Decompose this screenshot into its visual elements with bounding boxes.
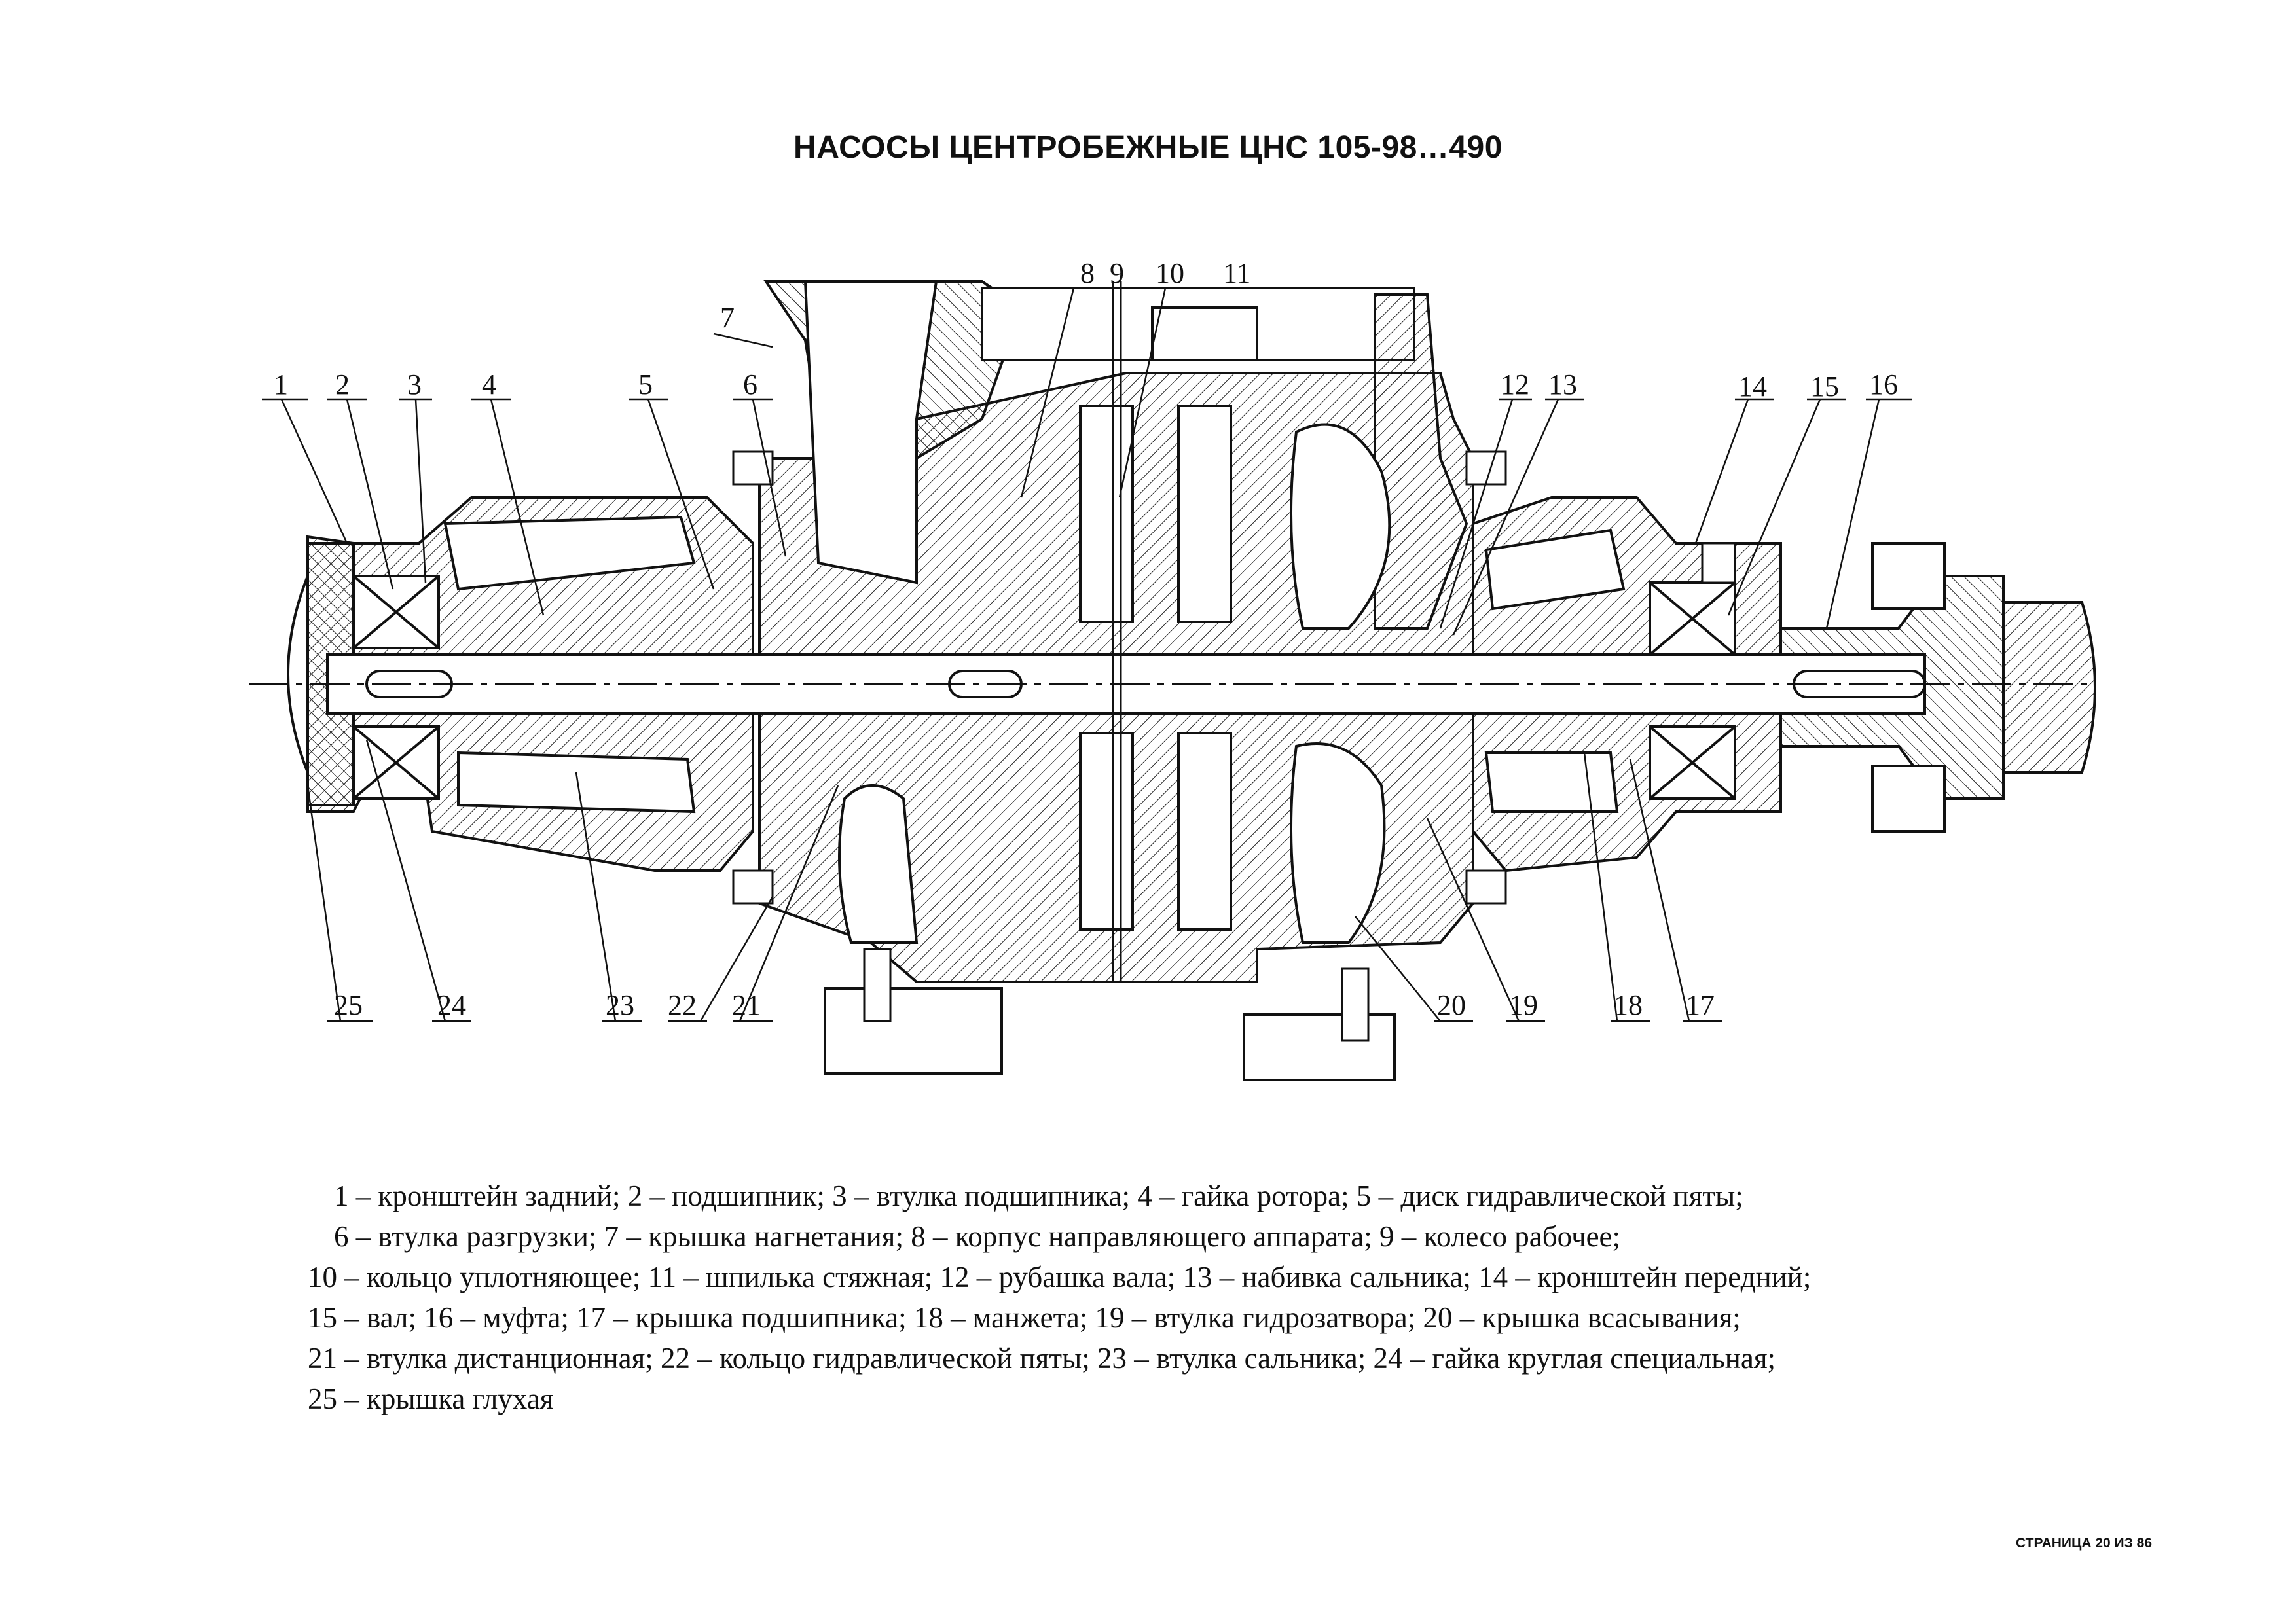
legend-line: 1 – кронштейн задний; 2 – подшипник; 3 –… bbox=[334, 1180, 1743, 1212]
legend-line: 10 – кольцо уплотняющее; 11 – шпилька ст… bbox=[308, 1261, 1812, 1293]
callout-17: 17 bbox=[1686, 989, 1715, 1021]
shaft bbox=[249, 281, 2095, 982]
callout-21: 21 bbox=[732, 989, 761, 1021]
callout-1: 1 bbox=[274, 369, 288, 401]
callout-23: 23 bbox=[606, 989, 634, 1021]
callout-leaders bbox=[262, 287, 1912, 1022]
parts-legend: 1 – кронштейн задний; 2 – подшипник; 3 –… bbox=[308, 1176, 2206, 1419]
callout-11: 11 bbox=[1223, 257, 1250, 289]
legend-line: 6 – втулка разгрузки; 7 – крышка нагнета… bbox=[334, 1220, 1621, 1253]
callout-6: 6 bbox=[743, 369, 757, 401]
callout-18: 18 bbox=[1614, 989, 1643, 1021]
callout-19: 19 bbox=[1509, 989, 1538, 1021]
page-footer: СТРАНИЦА 20 ИЗ 86 bbox=[2015, 1536, 2152, 1551]
callout-9: 9 bbox=[1110, 257, 1124, 289]
callout-8: 8 bbox=[1080, 257, 1095, 289]
callout-25: 25 bbox=[334, 989, 363, 1021]
callout-3: 3 bbox=[407, 369, 422, 401]
callout-numbers: 1 2 3 4 5 6 7 8 9 10 11 12 13 14 15 16 2… bbox=[274, 257, 1898, 1021]
callout-5: 5 bbox=[638, 369, 653, 401]
callout-24: 24 bbox=[437, 989, 466, 1021]
callout-15: 15 bbox=[1810, 370, 1839, 403]
callout-20: 20 bbox=[1437, 989, 1466, 1021]
legend-line: 21 – втулка дистанционная; 22 – кольцо г… bbox=[308, 1342, 1776, 1375]
page-title: НАСОСЫ ЦЕНТРОБЕЖНЫЕ ЦНС 105-98…490 bbox=[793, 130, 1503, 165]
callout-10: 10 bbox=[1156, 257, 1184, 289]
callout-14: 14 bbox=[1738, 370, 1767, 403]
callout-16: 16 bbox=[1869, 369, 1898, 401]
callout-22: 22 bbox=[668, 989, 697, 1021]
callout-13: 13 bbox=[1548, 369, 1577, 401]
callout-2: 2 bbox=[335, 369, 350, 401]
legend-line: 25 – крышка глухая bbox=[308, 1382, 554, 1415]
callout-12: 12 bbox=[1501, 369, 1529, 401]
legend-line: 15 – вал; 16 – муфта; 17 – крышка подшип… bbox=[308, 1301, 1741, 1334]
callout-7: 7 bbox=[720, 302, 735, 334]
bolts bbox=[732, 450, 1736, 1042]
callout-4: 4 bbox=[482, 369, 496, 401]
